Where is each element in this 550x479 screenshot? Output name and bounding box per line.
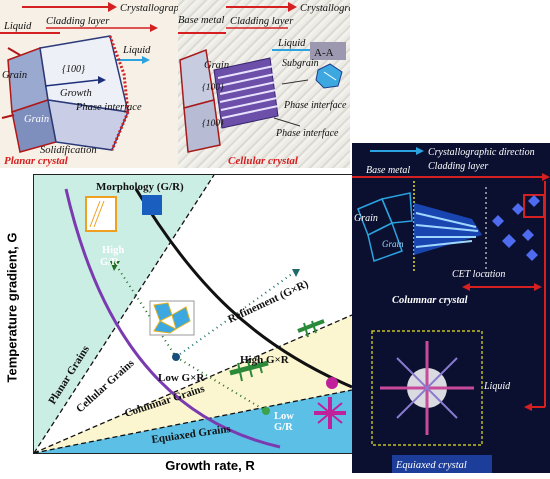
equiaxed-box xyxy=(371,330,483,446)
cellular-crystal-illustration: Base metal Crystallographic direction Cl… xyxy=(178,2,350,167)
svg-text:Solidification: Solidification xyxy=(40,145,97,156)
columnar-equiaxed-illustration: Crystallographic direction Cladding laye… xyxy=(352,147,550,473)
svg-text:Phase interface: Phase interface xyxy=(283,100,347,111)
equiaxed-crystal-icon xyxy=(380,341,474,435)
svg-text:Phase interface: Phase interface xyxy=(75,102,142,113)
high-gr-label: High G/R xyxy=(100,245,127,268)
g-r-diagram: Morphology (G/R) High G/R Refinement (G×… xyxy=(34,175,352,453)
svg-text:Liquid: Liquid xyxy=(277,38,306,49)
svg-text:Base metal: Base metal xyxy=(366,165,410,176)
svg-text:{100}: {100} xyxy=(62,64,85,75)
svg-text:Grain: Grain xyxy=(24,114,49,125)
svg-text:A-A: A-A xyxy=(314,47,334,59)
svg-text:Growth: Growth xyxy=(60,88,92,99)
svg-text:Liquid: Liquid xyxy=(483,381,511,392)
arrow-head-icon xyxy=(108,2,117,12)
dendrite-icon xyxy=(229,319,325,382)
cellular-grain-icon xyxy=(149,300,195,336)
subgrain-icon xyxy=(315,63,343,89)
columnar-dendrites xyxy=(414,203,482,255)
section-box xyxy=(310,42,346,60)
morphology-label: Morphology (G/R) xyxy=(96,181,184,193)
svg-text:Grain: Grain xyxy=(2,70,27,81)
header-text: Crystallographic direction xyxy=(120,3,178,14)
high-gxr-label: High G×R xyxy=(240,354,290,366)
refinement-curve xyxy=(64,188,281,449)
arrow-head-icon xyxy=(416,147,424,155)
low-gxr-label: Low G×R xyxy=(158,372,205,384)
morphology-color-icon xyxy=(142,195,162,215)
low-gxr-point xyxy=(172,353,180,361)
columnar-equiaxed-panel: Crystallographic direction Cladding laye… xyxy=(352,143,550,473)
svg-text:Cladding layer: Cladding layer xyxy=(428,161,488,172)
svg-text:Liquid: Liquid xyxy=(3,21,32,32)
planar-crystal-panel: Crystallographic direction Liquid Claddi… xyxy=(0,0,178,168)
equiaxed-icon xyxy=(314,377,346,429)
growth-arrow xyxy=(44,79,99,87)
equiaxed-grains-cluster xyxy=(492,195,540,261)
svg-text:Subgrain: Subgrain xyxy=(282,58,319,69)
low-gr-point xyxy=(262,407,270,415)
svg-text:Cladding layer: Cladding layer xyxy=(46,16,110,27)
svg-text:Grain: Grain xyxy=(354,213,378,224)
x-axis-label: Growth rate, R xyxy=(165,458,255,473)
svg-text:Grain: Grain xyxy=(382,239,404,249)
svg-text:CET location: CET location xyxy=(452,269,505,280)
low-gr-label: Low G/R xyxy=(274,411,296,433)
y-axis-label: Temperature gradient, G xyxy=(4,232,20,383)
morphology-map: Morphology (G/R) High G/R Refinement (G×… xyxy=(33,174,353,454)
arrow-head-icon xyxy=(288,2,297,12)
planar-crystal-illustration: Crystallographic direction Liquid Claddi… xyxy=(0,2,178,167)
grain-outlines xyxy=(357,192,413,262)
svg-text:Grain: Grain xyxy=(204,60,229,71)
grain-block xyxy=(179,48,215,109)
svg-text:Base metal: Base metal xyxy=(178,15,224,26)
svg-text:Phase interface: Phase interface xyxy=(275,128,339,139)
cellular-structure xyxy=(213,57,279,129)
columnar-caption: Columnar crystal xyxy=(392,295,468,306)
svg-text:{100}: {100} xyxy=(202,83,224,93)
svg-text:Cladding layer: Cladding layer xyxy=(230,16,294,27)
svg-text:Liquid: Liquid xyxy=(122,45,151,56)
svg-text:Crystallographic direction: Crystallographic direction xyxy=(428,147,535,158)
morphology-curve xyxy=(134,188,352,389)
phase-interface-line xyxy=(108,35,130,113)
cellular-crystal-panel: Base metal Crystallographic direction Cl… xyxy=(178,0,350,168)
equiaxed-caption: Equiaxed crystal xyxy=(395,460,467,471)
svg-text:{100}: {100} xyxy=(202,119,224,129)
cellular-caption: Cellular crystal xyxy=(228,155,299,167)
svg-text:Crystallographic direction: Crystallographic direction xyxy=(300,3,350,14)
planar-caption: Planar crystal xyxy=(4,155,69,167)
